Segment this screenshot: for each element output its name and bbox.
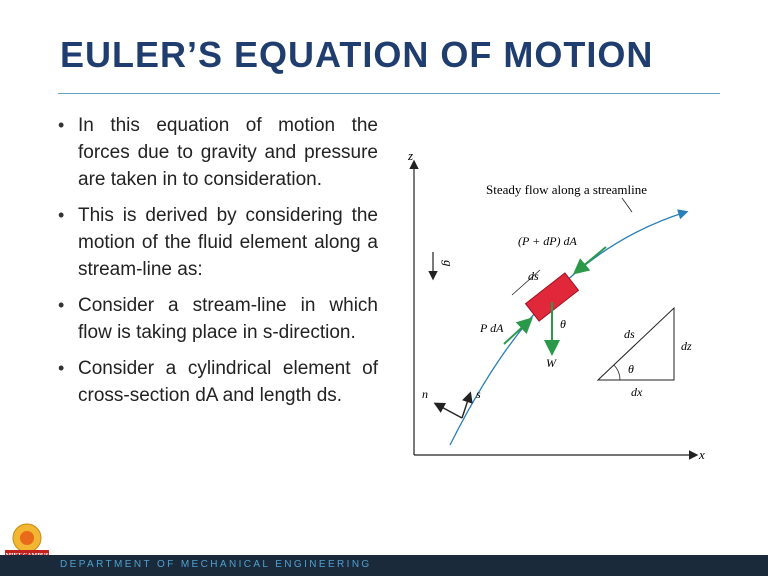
bullet-item: Consider a stream-line in which flow is … <box>56 292 378 346</box>
caption-leader <box>621 197 633 213</box>
streamline-figure: z x g Steady flow along a streamline (P … <box>400 140 720 470</box>
weight-label: W <box>546 356 557 370</box>
fluid-element <box>524 272 580 322</box>
angle-label: θ <box>560 317 566 331</box>
s-axis-arrow <box>461 391 473 419</box>
triangle-dz-label: dz <box>681 339 692 353</box>
n-axis-label: n <box>422 387 428 401</box>
top-force-label: (P + dP) dA <box>518 234 578 248</box>
z-axis-label: z <box>407 148 413 163</box>
bottom-pressure-arrow <box>503 317 533 345</box>
triangle-dx-label: dx <box>631 385 643 399</box>
top-pressure-arrow <box>572 246 607 275</box>
figure-caption: Steady flow along a streamline <box>486 182 647 197</box>
bullet-item: This is derived by considering the motio… <box>56 202 378 283</box>
triangle-angle-arc <box>613 364 621 381</box>
slide-title: EULER’S EQUATION OF MOTION <box>60 34 654 75</box>
geometry-triangle <box>596 306 675 381</box>
bullet-item: Consider a cylindrical element of cross-… <box>56 355 378 409</box>
footer-bar: DEPARTMENT OF MECHANICAL ENGINEERING <box>0 555 768 576</box>
footer-department: DEPARTMENT OF MECHANICAL ENGINEERING <box>60 559 372 570</box>
triangle-angle-label: θ <box>628 362 634 376</box>
streamline-diagram: z x g Steady flow along a streamline (P … <box>407 148 705 462</box>
bullet-list: In this equation of motion the forces du… <box>56 112 378 418</box>
title-divider <box>58 93 720 94</box>
s-axis-label: s <box>476 387 481 401</box>
bottom-force-label: P dA <box>479 321 504 335</box>
gravity-label: g <box>441 260 456 267</box>
x-axis-label: x <box>698 447 705 462</box>
bullet-item: In this equation of motion the forces du… <box>56 112 378 193</box>
n-axis-arrow <box>433 402 463 419</box>
element-length-label: ds <box>528 269 539 283</box>
triangle-ds-label: ds <box>624 327 635 341</box>
element-length-dimension <box>511 269 541 296</box>
